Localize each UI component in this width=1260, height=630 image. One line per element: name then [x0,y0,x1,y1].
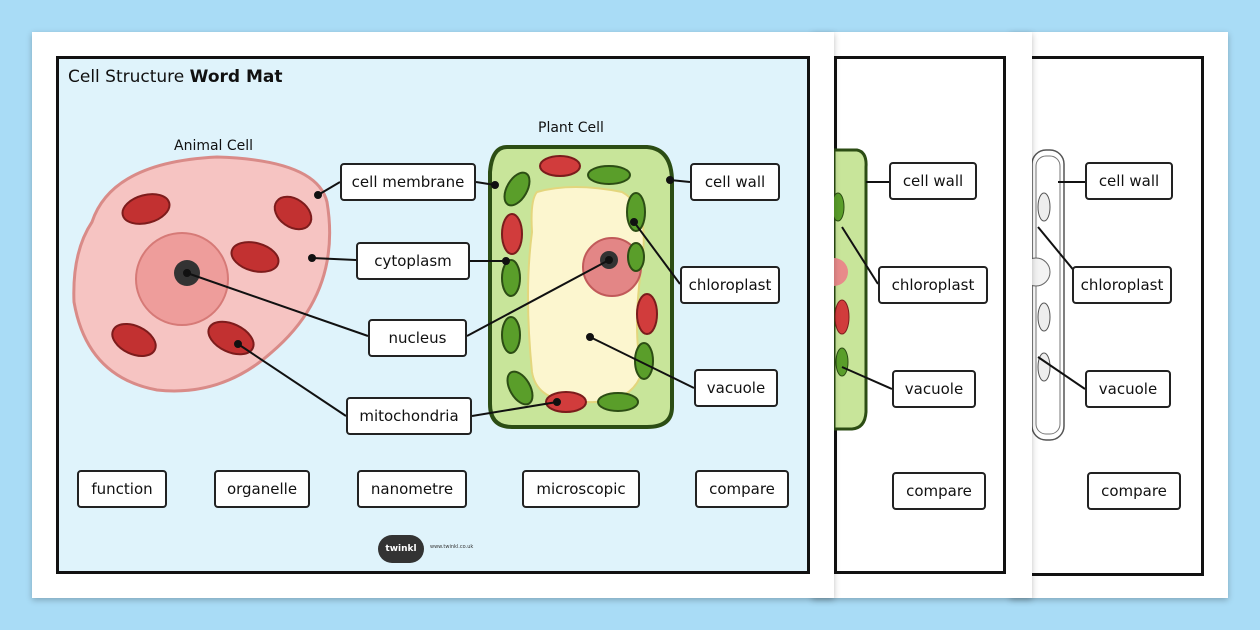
twinkl-logo-text: twinkl [385,544,417,554]
sheet-3-word-compare: compare [1087,472,1181,510]
word-compare: compare [695,470,789,508]
label-chloroplast: chloroplast [680,266,780,304]
sheet-3-label-chloroplast: chloroplast [1072,266,1172,304]
sheet-2-label-cell-wall: cell wall [889,162,977,200]
sheet-2-label-vacuole: vacuole [892,370,976,408]
chloroplast-8 [634,342,654,380]
plant-mitochondrion-3 [636,293,658,335]
plant-cell-heading: Plant Cell [538,120,604,136]
sheet-2-label-chloroplast: chloroplast [878,266,988,304]
label-mitochondria: mitochondria [346,397,472,435]
worksheet-sheet-3: cell wall chloroplast vacuole compare [1010,32,1228,598]
page-title: Cell Structure Word Mat [68,67,282,87]
word-microscopic: microscopic [522,470,640,508]
mitochondrion-2 [273,195,313,231]
plant-mitochondrion-2 [501,213,523,255]
word-nanometre: nanometre [357,470,467,508]
chloroplast-6 [506,370,534,406]
cell-diagram [72,145,695,429]
chloroplast-4 [501,259,521,297]
chloroplast-7 [597,392,639,412]
plant-cell [488,145,674,429]
plant-mitochondrion-1 [539,155,581,177]
page-title-bold: Word Mat [189,67,283,87]
worksheet-sheet-2: cell wall chloroplast vacuole compare [812,32,1032,598]
mitochondrion-3 [230,241,280,273]
animal-cell [72,155,332,393]
page-title-plain: Cell Structure [68,67,190,87]
mitochondrion-4 [111,323,157,357]
mitochondrion-1 [121,193,171,225]
label-vacuole: vacuole [694,369,778,407]
sheet-3-label-vacuole: vacuole [1085,370,1171,408]
word-organelle: organelle [214,470,310,508]
twinkl-logo: twinkl [378,535,424,563]
sheet-2-word-compare: compare [892,472,986,510]
sheet-3-label-cell-wall: cell wall [1085,162,1173,200]
plant-cell-chloroplasts [501,165,654,412]
label-cytoplasm: cytoplasm [356,242,470,280]
chloroplast-5 [501,316,521,354]
animal-cell-mitochondria-group [111,193,313,357]
word-function: function [77,470,167,508]
animal-cell-heading: Animal Cell [174,138,254,154]
plant-cell-mitochondria-group [501,155,658,413]
worksheet-sheet-1: Cell Structure Word Mat Animal Cell Plan… [32,32,834,598]
label-cell-membrane: cell membrane [340,163,476,201]
label-cell-wall: cell wall [690,163,780,201]
sheet-3-outline-cell [1021,149,1086,441]
chloroplast-1 [503,171,531,207]
chloroplast-9 [627,242,645,272]
chloroplast-2 [587,165,631,185]
plant-mitochondrion-4 [545,391,587,413]
label-nucleus: nucleus [368,319,467,357]
twinkl-url: www.twinkl.co.uk [430,544,474,550]
sheet-2-plant-cell-fragment [820,148,893,431]
leader-lines [183,176,695,417]
